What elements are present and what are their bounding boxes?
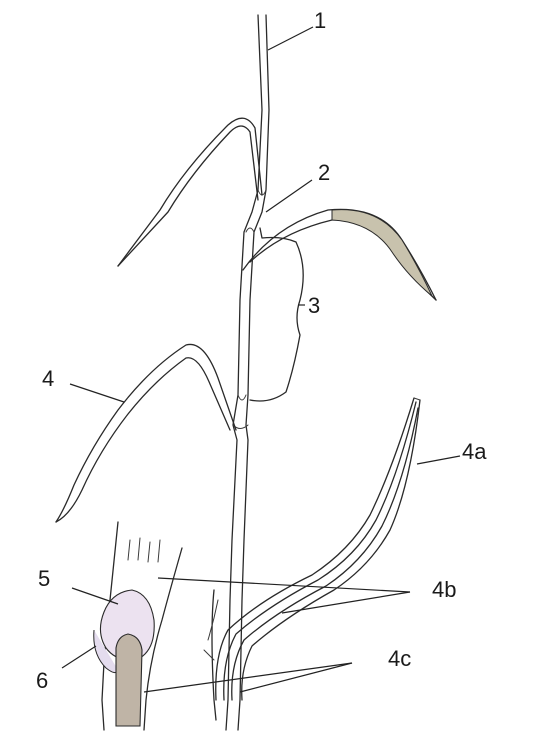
flag-leaf-tip-shading [332,210,432,296]
leader-4b-b [282,592,410,613]
leader-4c-b [240,663,352,692]
leader-4a [417,456,460,464]
label-6: 6 [36,668,48,693]
label-4b: 4b [432,577,456,602]
leader-4c-a [144,663,352,692]
lower-leaf [56,344,236,522]
leaf-sheath [250,228,303,401]
label-4c: 4c [388,646,411,671]
leader-6 [62,646,96,668]
leader-2 [266,180,312,212]
flag-leaf [243,209,436,300]
label-4: 4 [42,366,54,391]
label-4a: 4a [462,439,487,464]
upper-leaf [118,118,262,266]
label-1: 1 [314,8,326,33]
leader-4 [70,384,124,402]
ligule-stem [116,634,142,726]
label-3: 3 [308,293,320,318]
ligule-detail [94,522,182,730]
label-2: 2 [318,160,330,185]
label-5: 5 [38,566,50,591]
leader-1 [268,27,313,50]
